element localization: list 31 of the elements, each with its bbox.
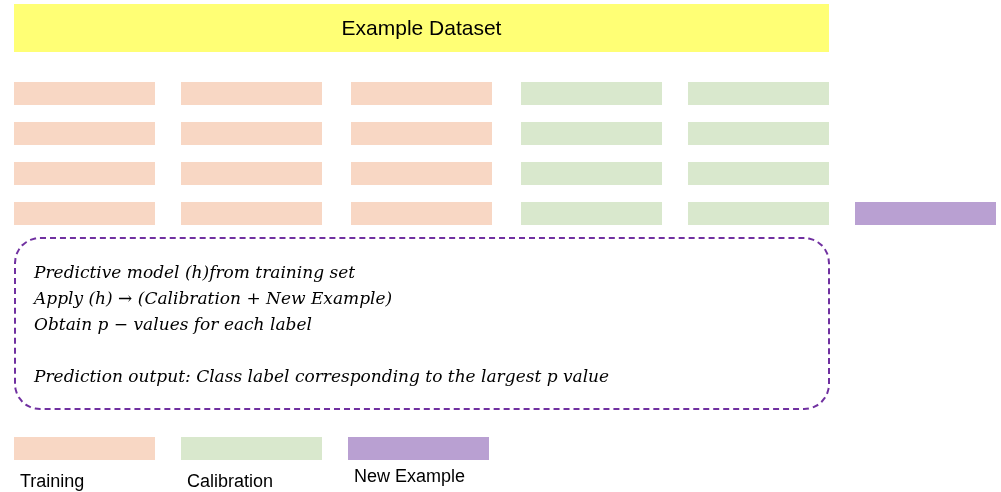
data-row-bar bbox=[688, 82, 829, 105]
header-text: Example Dataset bbox=[341, 16, 502, 40]
data-row-bar bbox=[688, 162, 829, 185]
data-row-bar bbox=[351, 82, 492, 105]
legend-label: Calibration bbox=[187, 471, 274, 492]
data-row-bar bbox=[351, 162, 492, 185]
legend-label: New Example bbox=[354, 466, 466, 487]
legend-label: Training bbox=[20, 471, 85, 492]
data-row-bar bbox=[351, 202, 492, 225]
formula-text: Prediction output: Class label corresponding to the largest p value bbox=[34, 365, 611, 388]
data-row-bar bbox=[521, 162, 662, 185]
data-row-bar bbox=[181, 162, 322, 185]
data-row-bar bbox=[521, 202, 662, 225]
formula-text: Predictive model (h)from training set bbox=[34, 261, 357, 284]
data-row-bar bbox=[181, 82, 322, 105]
data-row-bar bbox=[855, 202, 996, 225]
data-row-bar bbox=[521, 122, 662, 145]
data-row-bar bbox=[351, 122, 492, 145]
formula-text: Obtain p − values for each label bbox=[34, 313, 313, 336]
dataset-header-bar bbox=[14, 4, 829, 52]
data-row-bar bbox=[181, 122, 322, 145]
data-row-bar bbox=[521, 82, 662, 105]
data-row-bar bbox=[14, 162, 155, 185]
data-row-bar bbox=[181, 202, 322, 225]
data-row-bar bbox=[688, 122, 829, 145]
data-row-bar bbox=[14, 82, 155, 105]
formula-text: Apply (h) → (Calibration + New Example) bbox=[34, 287, 394, 310]
data-row-bar bbox=[688, 202, 829, 225]
dashed-process-box bbox=[14, 237, 830, 410]
data-row-bar bbox=[14, 202, 155, 225]
data-row-bar bbox=[14, 122, 155, 145]
